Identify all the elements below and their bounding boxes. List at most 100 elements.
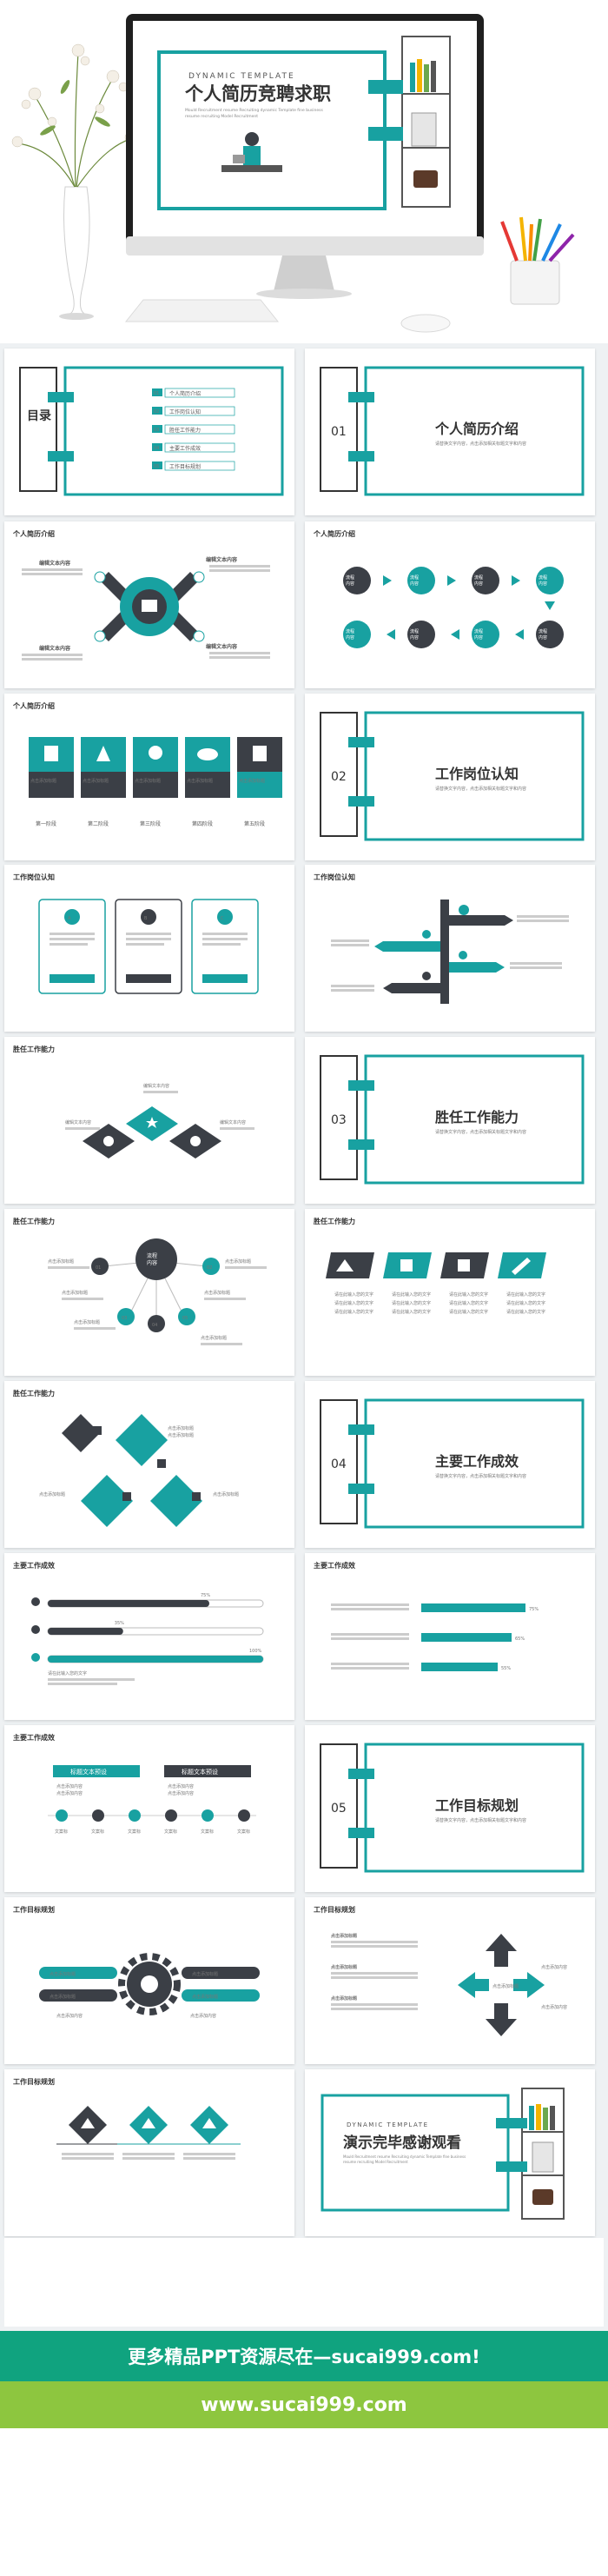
sign-icon <box>103 1136 114 1146</box>
slide-cards: 工作岗位认知 A B C <box>4 865 294 1032</box>
globe-icon <box>459 905 469 915</box>
stage-label: 第三阶段 <box>140 820 161 827</box>
svg-text:点击添加标题: 点击添加标题 <box>39 1491 65 1497</box>
bar-label: 65% <box>515 1637 525 1642</box>
svg-text:请在此输入您的文字: 请在此输入您的文字 <box>449 1309 488 1315</box>
svg-text:点击添加标题: 点击添加标题 <box>239 778 265 784</box>
svg-text:内容: 内容 <box>474 634 483 641</box>
svg-text:02: 02 <box>154 409 159 415</box>
svg-text:点击添加标题: 点击添加标题 <box>331 1964 358 1970</box>
svg-text:内容: 内容 <box>539 634 547 641</box>
section-number: 02 <box>331 770 347 784</box>
toc-item-3[interactable]: 胜任工作能力 <box>169 427 201 434</box>
svg-text:点击添加标题: 点击添加标题 <box>168 1425 194 1431</box>
promo-url[interactable]: www.sucai999.com <box>201 2393 407 2416</box>
slide-signpost: 工作岗位认知 <box>305 865 595 1032</box>
svg-text:点击添加标题: 点击添加标题 <box>50 1994 76 2000</box>
svg-text:文案标: 文案标 <box>55 1829 68 1835</box>
svg-text:01: 01 <box>96 1265 101 1271</box>
slide-arrows-cross: 工作目标规划 点击添加标题 点击添加标题 点击添加标题 点击添加标题 点击添加内… <box>305 1897 595 2064</box>
svg-text:文案标: 文案标 <box>91 1829 104 1835</box>
svg-text:A: A <box>68 916 71 921</box>
mountain-icon <box>142 2118 155 2128</box>
progress-fill <box>48 1600 209 1607</box>
toc-item-5[interactable]: 工作目标规划 <box>169 463 201 470</box>
svg-text:点击添加标题: 点击添加标题 <box>192 1971 218 1977</box>
chart-icon <box>422 930 431 939</box>
svg-text:流程: 流程 <box>346 628 354 634</box>
svg-text:请在此输入您的文字: 请在此输入您的文字 <box>392 1309 431 1315</box>
warning-icon <box>96 746 110 761</box>
section-title: 工作目标规划 <box>435 1797 519 1814</box>
svg-text:流程: 流程 <box>474 628 483 634</box>
toc-item-4[interactable]: 主要工作成效 <box>169 445 201 452</box>
slide-title: 个人简历介绍 <box>13 702 55 710</box>
svg-text:点击添加标题: 点击添加标题 <box>201 1335 227 1341</box>
plane-icon <box>422 972 431 980</box>
svg-text:流程: 流程 <box>539 574 547 581</box>
svg-text:03: 03 <box>154 428 159 433</box>
slide-title: 工作岗位认知 <box>13 873 55 881</box>
slide-banners: 胜任工作能力 请在此输入您的文字请在此输入您的文字请在此输入您的文字请在此输入您… <box>305 1209 595 1376</box>
stage-label: 第四阶段 <box>192 820 213 827</box>
section-desc: 请替换文字内容，点击添加相关标题文字和内容 <box>435 1473 526 1479</box>
node-label: 编辑文本内容 <box>39 645 70 652</box>
slide-tabs-timeline: 主要工作成效 标题文本预设 标题文本预设 点击添加内容点击添加内容 点击添加内容… <box>4 1725 294 1892</box>
promo-text: 更多精品PPT资源尽在—sucai999.com! <box>128 2347 480 2367</box>
svg-text:点击添加内容: 点击添加内容 <box>190 2013 216 2019</box>
mountain-icon <box>81 2118 95 2128</box>
svg-text:编辑文本内容: 编辑文本内容 <box>65 1119 91 1125</box>
cloud-icon <box>197 748 218 760</box>
toc-item-1[interactable]: 个人简历介绍 <box>169 390 201 397</box>
svg-text:请在此输入您的文字: 请在此输入您的文字 <box>506 1309 545 1315</box>
hero-dynamic-label: DYNAMIC TEMPLATE <box>188 72 295 81</box>
svg-text:请在此输入您的文字: 请在此输入您的文字 <box>334 1300 373 1306</box>
mountain-icon <box>202 2118 216 2128</box>
svg-text:文案标: 文案标 <box>237 1829 250 1835</box>
promo-url-banner[interactable]: www.sucai999.com <box>0 2381 608 2428</box>
target-icon <box>459 951 467 959</box>
section-title: 胜任工作能力 <box>435 1109 519 1125</box>
svg-text:流程: 流程 <box>410 574 419 581</box>
user-icon <box>31 1597 40 1606</box>
arrow-icons <box>383 575 555 640</box>
slide-flow-circles: 个人简历介绍 流程内容 流程内容 流程内容 流程内容 流程内容 流程内容 流程内… <box>305 521 595 688</box>
svg-text:内容: 内容 <box>410 581 419 587</box>
svg-text:点击添加内容: 点击添加内容 <box>56 1790 83 1796</box>
books-icon <box>253 746 267 761</box>
thumb-icon <box>458 1259 470 1271</box>
svg-text:内容: 内容 <box>539 581 547 587</box>
slide-section-03: 03 胜任工作能力 请替换文字内容，点击添加相关标题文字和内容 <box>305 1037 595 1204</box>
toc-heading: 目录 <box>27 409 51 423</box>
signpost-illustration <box>440 900 449 1004</box>
svg-text:点击添加标题: 点击添加标题 <box>331 1933 358 1939</box>
bar <box>421 1663 498 1671</box>
progress-label: 100% <box>249 1649 262 1654</box>
slide-title: 工作目标规划 <box>13 1906 55 1914</box>
blank-slide <box>4 2238 604 2327</box>
section-title: 主要工作成效 <box>435 1453 519 1470</box>
svg-text:流程: 流程 <box>474 574 483 581</box>
pencil-icon <box>512 1258 531 1275</box>
svg-text:编辑文本内容: 编辑文本内容 <box>220 1119 246 1125</box>
desk-person-illustration <box>221 132 282 172</box>
stage-label: 第一阶段 <box>36 820 56 827</box>
cube-icon <box>400 1259 413 1271</box>
node-label: 编辑文本内容 <box>206 556 237 563</box>
svg-text:编辑文本内容: 编辑文本内容 <box>143 1083 169 1089</box>
svg-text:内容: 内容 <box>346 634 354 641</box>
slide-title: 主要工作成效 <box>314 1562 355 1570</box>
tab-label[interactable]: 标题文本预设 <box>182 1768 218 1776</box>
heart-icon <box>190 1136 201 1146</box>
toc-item-2[interactable]: 工作岗位认知 <box>169 408 201 415</box>
promo-banner[interactable]: 更多精品PPT资源尽在—sucai999.com! <box>0 2331 608 2381</box>
bar <box>421 1633 512 1642</box>
svg-text:请在此输入您的文字: 请在此输入您的文字 <box>48 1670 87 1676</box>
slide-section-02: 02 工作岗位认知 请替换文字内容，点击添加相关标题文字和内容 <box>305 694 595 860</box>
section-number: 03 <box>331 1113 347 1127</box>
svg-text:01: 01 <box>154 391 159 396</box>
tab-label[interactable]: 标题文本预设 <box>70 1768 107 1776</box>
svg-text:内容: 内容 <box>346 581 354 587</box>
